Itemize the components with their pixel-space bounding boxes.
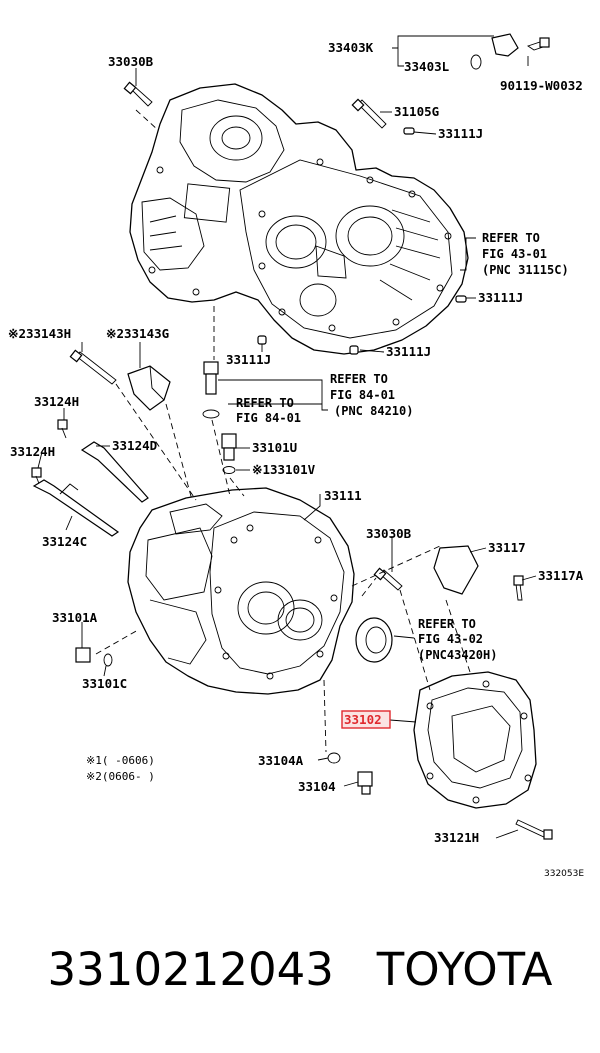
label-33124h-b[interactable]: 33124H bbox=[10, 444, 55, 459]
leader-lines bbox=[37, 35, 537, 839]
refer-text-84210-top: REFER TO bbox=[330, 372, 388, 386]
refer-text-84210-fig[interactable]: FIG 84-01 bbox=[330, 388, 395, 402]
label-33030b-top[interactable]: 33030B bbox=[108, 54, 154, 69]
highlight-box-33102 bbox=[341, 710, 391, 729]
label-33101v[interactable]: ※133101V bbox=[252, 462, 316, 477]
figure-code: 332053E bbox=[544, 869, 584, 879]
label-33117[interactable]: 33117 bbox=[488, 540, 526, 555]
rear-cover-drawing bbox=[413, 671, 537, 809]
label-33104a[interactable]: 33104A bbox=[258, 753, 304, 768]
label-33124d[interactable]: 33124D bbox=[112, 438, 157, 453]
refer-text-31115c-2[interactable]: FIG 43-01 bbox=[482, 247, 547, 261]
label-31105g[interactable]: 31105G bbox=[394, 104, 439, 119]
part-number-caption: 3310212043 TOYOTA bbox=[47, 943, 553, 996]
label-33121h[interactable]: 33121H bbox=[434, 830, 479, 845]
label-33030b-mid[interactable]: 33030B bbox=[366, 526, 412, 541]
label-33101c[interactable]: 33101C bbox=[82, 676, 127, 691]
label-33143h[interactable]: ※233143H bbox=[8, 326, 71, 341]
label-33124c[interactable]: 33124C bbox=[42, 534, 87, 549]
refer-text-31115c-1: REFER TO bbox=[482, 231, 540, 245]
refer-text-84210-pnc: (PNC 84210) bbox=[334, 404, 413, 418]
label-33111j-b[interactable]: 33111J bbox=[478, 290, 523, 305]
label-33111j-d[interactable]: 33111J bbox=[226, 352, 271, 367]
refer-text-84-01-b2[interactable]: FIG 84-01 bbox=[236, 411, 301, 425]
refer-text-43420h-1: REFER TO bbox=[418, 617, 476, 631]
label-33403l[interactable]: 33403L bbox=[404, 59, 450, 74]
label-33101a[interactable]: 33101A bbox=[52, 610, 98, 625]
refer-text-84-01-b1: REFER TO bbox=[236, 396, 294, 410]
note-2: ※2(0606- ) bbox=[86, 770, 155, 783]
label-90119-w0032[interactable]: 90119-W0032 bbox=[500, 78, 583, 93]
label-33111j-c[interactable]: 33111J bbox=[386, 344, 431, 359]
transmission-case-drawing bbox=[127, 487, 355, 695]
refer-text-43420h-3: (PNC43420H) bbox=[418, 648, 497, 662]
fastener-parts bbox=[31, 33, 553, 840]
label-33117a[interactable]: 33117A bbox=[538, 568, 584, 583]
label-33124h-a[interactable]: 33124H bbox=[34, 394, 79, 409]
refer-text-43420h-2[interactable]: FIG 43-02 bbox=[418, 632, 483, 646]
note-1: ※1( -0606) bbox=[86, 754, 155, 767]
label-33143g[interactable]: ※233143G bbox=[106, 326, 169, 341]
label-33403k[interactable]: 33403K bbox=[328, 40, 374, 55]
label-33104[interactable]: 33104 bbox=[298, 779, 336, 794]
transaxle-housing-drawing bbox=[129, 83, 469, 355]
label-33101u[interactable]: 33101U bbox=[252, 440, 297, 455]
label-33102-highlighted[interactable]: 33102 bbox=[344, 712, 382, 727]
label-33111j-a[interactable]: 33111J bbox=[438, 126, 483, 141]
part-labels: 33030B 33403K 33403L 90119-W0032 31105G … bbox=[8, 40, 584, 879]
refer-text-31115c-3: (PNC 31115C) bbox=[482, 263, 569, 277]
label-33111[interactable]: 33111 bbox=[324, 488, 362, 503]
